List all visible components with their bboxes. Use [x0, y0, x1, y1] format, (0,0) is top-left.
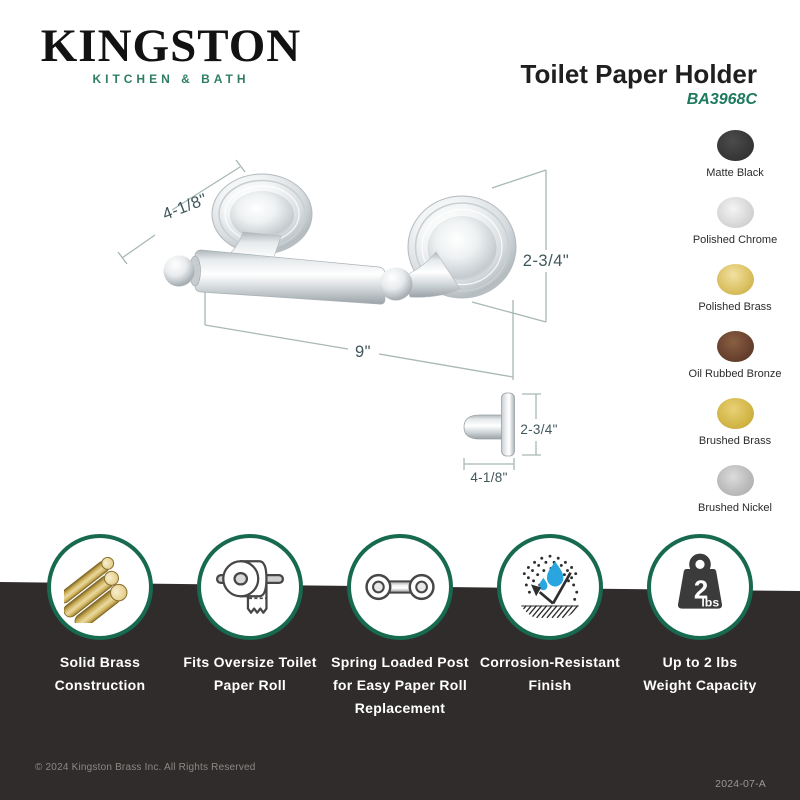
finish-label: Polished Chrome — [692, 234, 778, 246]
feature-caption: Fits Oversize Toilet Paper Roll — [168, 651, 332, 697]
finish-option: Oil Rubbed Bronze — [650, 331, 800, 398]
finish-option: Polished Brass — [650, 264, 800, 331]
oil-rubbed-bronze-swatch — [716, 331, 754, 362]
copyright-text: © 2024 Kingston Brass Inc. All Rights Re… — [35, 762, 256, 773]
feature-caption: Spring Loaded Post for Easy Paper Roll R… — [318, 651, 482, 720]
feature-caption: Corrosion-Resistant Finish — [468, 651, 632, 697]
finish-option: Matte Black — [650, 130, 800, 197]
feature-badge-solid-brass — [47, 534, 153, 640]
finish-label: Polished Brass — [698, 301, 772, 313]
finish-option: Brushed Nickel — [650, 465, 800, 532]
caption-line: Finish — [528, 677, 572, 693]
caption-line: Solid Brass — [59, 654, 141, 670]
caption-line: Construction — [54, 677, 146, 693]
caption-line: for Easy Paper Roll — [332, 677, 468, 693]
caption-line: Weight Capacity — [643, 677, 757, 693]
dimension-label-side-depth: 4-1/8" — [470, 470, 507, 485]
weight-unit: lbs — [701, 596, 719, 610]
feature-badge-oversize-roll — [197, 534, 303, 640]
finish-option: Brushed Brass — [650, 398, 800, 465]
spring-post-icon — [365, 573, 435, 601]
caption-line: Up to 2 lbs — [662, 654, 738, 670]
dimension-label-front-width: 4-1/8" — [160, 190, 210, 223]
polished-chrome-swatch — [716, 197, 754, 228]
product-illustration — [163, 173, 517, 305]
polished-brass-swatch — [716, 264, 754, 295]
spray-dots — [522, 554, 579, 601]
toilet-paper-roll-icon — [215, 560, 285, 614]
finish-label: Brushed Brass — [698, 435, 772, 447]
brass-rods-icon — [64, 556, 128, 623]
water-drop-large — [546, 561, 564, 587]
weight-value: 2 — [694, 576, 708, 604]
finish-label: Matte Black — [706, 167, 764, 179]
brand-logo: KINGSTON KITCHEN & BATH — [35, 22, 307, 86]
caption-line: Replacement — [354, 700, 446, 716]
caption-line: Fits Oversize Toilet — [183, 654, 317, 670]
finish-label: Oil Rubbed Bronze — [688, 368, 782, 380]
caption-line: Paper Roll — [213, 677, 287, 693]
feature-caption: Up to 2 lbs Weight Capacity — [618, 651, 782, 697]
page-title: Toilet Paper Holder — [520, 59, 757, 89]
title-block: Toilet Paper Holder BA3968C — [521, 60, 757, 109]
deflect-arrow — [538, 571, 572, 605]
weight-capacity-icon: 2 lbs — [678, 553, 722, 610]
finish-option: Polished Chrome — [650, 197, 800, 264]
matte-black-swatch — [716, 130, 754, 161]
feature-badge-weight-capacity: 2 lbs — [647, 534, 753, 640]
brand-tagline: KITCHEN & BATH — [92, 72, 250, 86]
model-number: BA3968C — [686, 91, 757, 108]
feature-caption: Solid Brass Construction — [18, 651, 182, 697]
dimension-lines — [117, 159, 547, 380]
brushed-brass-swatch — [716, 398, 754, 429]
brand-wordmark: KINGSTON — [40, 20, 302, 72]
dimension-label-side-height: 2-3/4" — [520, 422, 557, 437]
brushed-nickel-swatch — [716, 465, 754, 496]
surface-hatch — [515, 605, 584, 619]
caption-line: Spring Loaded Post — [331, 654, 469, 670]
corrosion-resistant-icon — [515, 554, 584, 619]
feature-badge-spring-post — [347, 534, 453, 640]
side-view-diagram — [463, 392, 541, 470]
caption-line: Corrosion-Resistant — [479, 654, 621, 670]
feature-badge-corrosion-resistant — [497, 534, 603, 640]
water-drop-small — [539, 577, 548, 591]
dimension-label-front-length: 9" — [355, 343, 371, 361]
finish-options: Matte Black Polished Chrome Polished Bra… — [650, 130, 800, 532]
revision-code: 2024-07-A — [715, 778, 766, 790]
dimension-label-front-height: 2-3/4" — [523, 252, 569, 270]
finish-label: Brushed Nickel — [698, 502, 772, 514]
